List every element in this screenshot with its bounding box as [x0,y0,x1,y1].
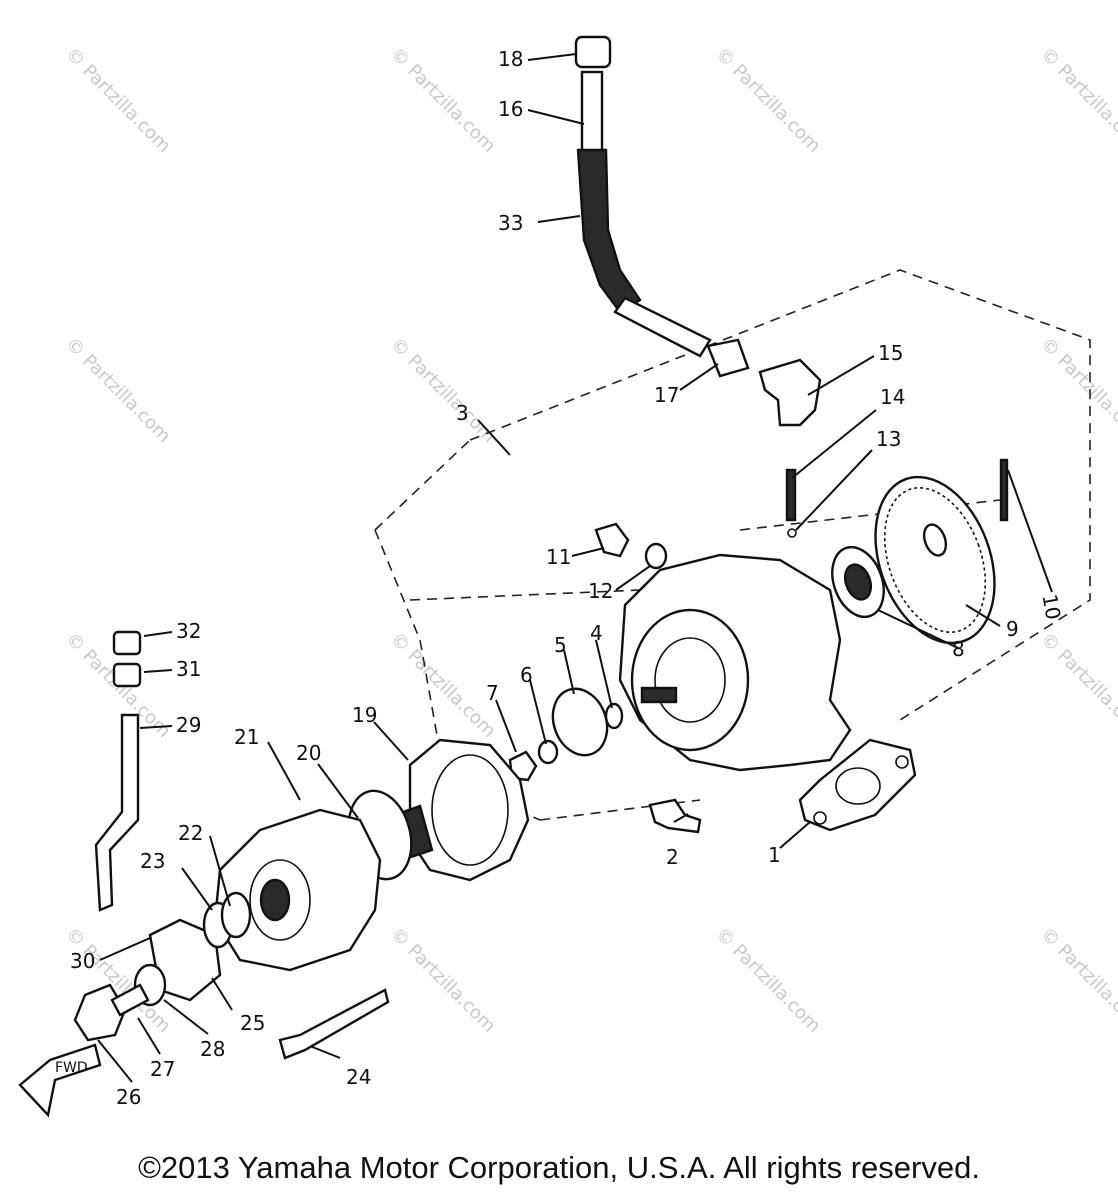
hose-clamp-part [706,338,750,378]
fwd-label: FWD [55,1060,88,1076]
callout-10: 10 [1037,592,1065,621]
assembly-outline [374,269,1091,821]
adjust-group [73,630,390,1060]
callout-20: 20 [296,741,321,765]
lever-rod-part [94,713,140,912]
callout-30: 30 [70,949,95,973]
hose-part [613,296,712,358]
nut-part [112,662,142,688]
callout-22: 22 [178,821,203,845]
callout-31: 31 [176,657,201,681]
callout-32: 32 [176,619,201,643]
callout-8: 8 [952,637,965,661]
callout-27: 27 [150,1057,175,1081]
watermark: © Partzilla.com [61,334,174,447]
copyright-notice: ©2013 Yamaha Motor Corporation, U.S.A. A… [138,1150,980,1185]
pin-part [785,468,797,522]
callout-9: 9 [1006,617,1019,641]
watermark: © Partzilla.com [386,334,499,447]
pin-part [999,458,1009,522]
callout-33: 33 [498,211,523,235]
pump-body [618,553,917,832]
callout-3: 3 [456,401,469,425]
parts-diagram: © Partzilla.com © Partzilla.com © Partzi… [18,35,1118,1118]
callout-17: 17 [654,383,679,407]
watermark: © Partzilla.com [61,44,174,157]
watermark: © Partzilla.com [711,44,824,157]
oil-line-assembly [574,35,822,427]
washer-part [537,739,559,765]
watermark: © Partzilla.com [1036,334,1118,447]
oil-pipe-part [580,70,604,154]
washer-part [644,542,668,570]
gasket-part [798,738,917,832]
watermark: © Partzilla.com [386,629,499,742]
ball-part [787,528,797,538]
callout-21: 21 [234,725,259,749]
callout-13: 13 [876,427,901,451]
callout-23: 23 [140,849,165,873]
long-screw-part [278,988,390,1060]
cover-part [213,808,382,972]
callout-25: 25 [240,1011,265,1035]
callout-24: 24 [346,1065,371,1089]
watermark: © Partzilla.com [1036,924,1118,1037]
screw-part [648,798,702,834]
plate-part [551,687,609,757]
callout-15: 15 [878,341,903,365]
drive-gear-part [874,475,996,645]
callout-18: 18 [498,47,523,71]
pump-shaft-part [640,686,678,704]
callout-29: 29 [176,713,201,737]
callout-1: 1 [768,843,781,867]
callout-12: 12 [588,579,613,603]
cap-part [574,35,612,69]
pump-face-part [630,608,750,752]
callout-26: 26 [116,1085,141,1109]
oil-hose-spring-part [576,148,642,314]
watermark: © Partzilla.com [1036,629,1118,742]
drive-gear-group [785,458,1009,645]
watermark: © Partzilla.com [386,44,499,157]
callout-19: 19 [352,703,377,727]
bleed-screw-part [594,522,630,558]
cover-group [213,738,530,972]
callout-11: 11 [546,545,571,569]
nut-part [112,630,142,656]
callout-2: 2 [666,845,679,869]
callout-28: 28 [200,1037,225,1061]
watermark: © Partzilla.com [1036,44,1118,157]
callout-16: 16 [498,97,523,121]
callout-5: 5 [554,633,567,657]
oring-part [604,702,624,730]
leader-lines [97,53,1053,1083]
fwd-arrow: FWD [18,1043,102,1118]
watermark: © Partzilla.com [386,924,499,1037]
spring-seat-part [220,891,252,939]
callout-7: 7 [486,681,499,705]
callout-6: 6 [520,663,533,687]
callout-4: 4 [590,621,603,645]
callouts: 1 2 3 4 5 6 7 8 9 10 11 12 13 14 15 16 1… [70,47,1066,1109]
callout-14: 14 [880,385,905,409]
banjo-fitting-part [758,358,822,427]
watermark: © Partzilla.com [711,924,824,1037]
